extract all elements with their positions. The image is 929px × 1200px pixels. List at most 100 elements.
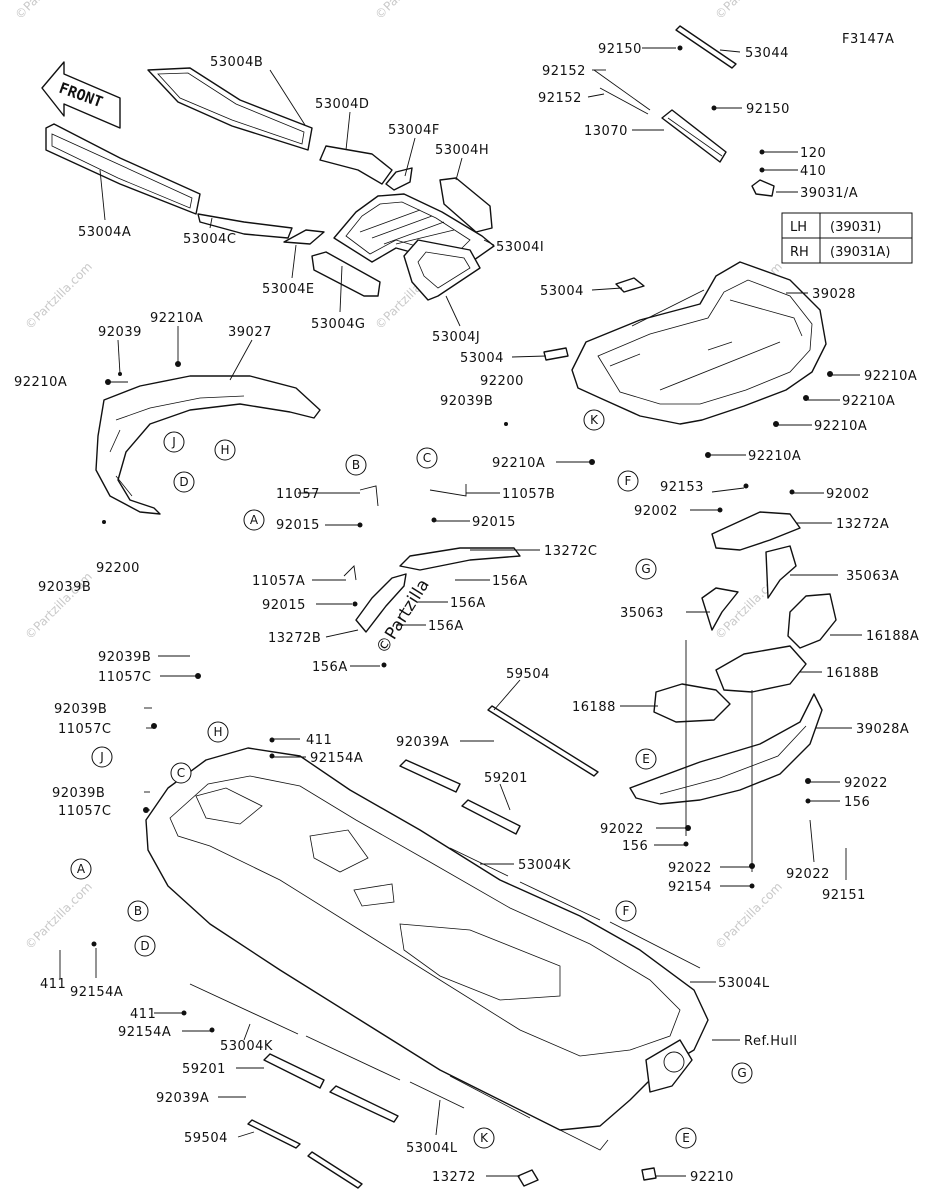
- part-label: 92200: [96, 561, 140, 576]
- table-part-rh: (39031A): [830, 245, 890, 260]
- svg-text:K: K: [480, 1131, 489, 1145]
- part-label: 92039B: [52, 786, 105, 801]
- part-label: 39028A: [856, 722, 909, 737]
- watermarks: ©Partzilla.com ©Partzilla.com ©Partzilla…: [12, 0, 785, 952]
- table-part-lh: (39031): [830, 220, 882, 235]
- part-label: 53004A: [78, 225, 131, 240]
- svg-text:J: J: [99, 750, 104, 764]
- part-label: 92039B: [98, 650, 151, 665]
- part-label: 59504: [184, 1131, 228, 1146]
- part-label: 59504: [506, 667, 550, 682]
- part-label: 11057A: [252, 574, 305, 589]
- part-label: Ref.Hull: [744, 1034, 797, 1049]
- callout-c: C: [416, 447, 438, 469]
- part-label: 53004C: [183, 232, 236, 247]
- part-label: 92039: [98, 325, 142, 340]
- callout-b: B: [127, 900, 149, 922]
- leader-lines: [59, 47, 862, 1177]
- callout-h: H: [207, 721, 229, 743]
- callouts: K F J H D B C A G E H C J A B D F G E K: [70, 409, 753, 1149]
- callout-c: C: [170, 762, 192, 784]
- front-arrow: FRONT: [41, 61, 121, 129]
- part-label: 156A: [312, 660, 348, 675]
- table-side-lh: LH: [790, 220, 807, 235]
- part-label: 53004K: [518, 858, 571, 873]
- part-label: 92039B: [38, 580, 91, 595]
- part-label: 92153: [660, 480, 704, 495]
- part-label: 53004J: [432, 330, 480, 345]
- part-label: 156A: [450, 596, 486, 611]
- part-label: 92154A: [118, 1025, 171, 1040]
- part-label: 92150: [598, 42, 642, 57]
- storage-cover-assembly: [543, 25, 827, 425]
- part-label: 39031/A: [800, 186, 858, 201]
- fasteners: [91, 45, 833, 1033]
- callout-f: F: [617, 470, 639, 492]
- part-label: 92210A: [14, 375, 67, 390]
- part-label: 92210A: [492, 456, 545, 471]
- callout-k: K: [583, 409, 605, 431]
- right-lower-parts: [629, 511, 837, 805]
- hull: [145, 747, 709, 1151]
- part-label: 35063A: [846, 569, 899, 584]
- part-label: 92015: [262, 598, 306, 613]
- part-label: 53004L: [406, 1141, 458, 1156]
- figure-code: F3147A: [842, 32, 894, 47]
- part-label: 411: [40, 977, 66, 992]
- part-label: 53004K: [220, 1039, 273, 1054]
- callout-f: F: [615, 900, 637, 922]
- watermark-text: ©Partzilla.com: [12, 0, 85, 22]
- table-side-rh: RH: [790, 245, 809, 260]
- part-label: 39027: [228, 325, 272, 340]
- callout-e: E: [635, 748, 657, 770]
- svg-text:F: F: [625, 474, 632, 488]
- svg-text:A: A: [250, 513, 259, 527]
- svg-text:G: G: [737, 1066, 746, 1080]
- svg-text:H: H: [213, 725, 222, 739]
- part-label: 92210A: [150, 311, 203, 326]
- part-label: 92015: [472, 515, 516, 530]
- callout-j: J: [91, 746, 113, 768]
- part-label: 53004H: [435, 143, 489, 158]
- svg-text:K: K: [590, 413, 599, 427]
- part-label: 53004B: [210, 55, 263, 70]
- watermark-text: ©Partzilla.com: [372, 0, 445, 22]
- callout-g: G: [635, 558, 657, 580]
- callout-a: A: [70, 858, 92, 880]
- svg-text:C: C: [177, 766, 185, 780]
- part-label: 92002: [634, 504, 678, 519]
- part-label: 92200: [480, 374, 524, 389]
- part-label: 16188: [572, 700, 616, 715]
- part-label: 92150: [746, 102, 790, 117]
- part-label: 92022: [844, 776, 888, 791]
- part-label: 411: [306, 733, 332, 748]
- part-label: 92039B: [54, 702, 107, 717]
- part-label: 92210A: [842, 394, 895, 409]
- part-label: 11057C: [58, 804, 111, 819]
- part-label: 53044: [745, 46, 789, 61]
- part-label: 92022: [786, 867, 830, 882]
- callout-d: D: [173, 471, 195, 493]
- callout-a: A: [243, 509, 265, 531]
- part-label: 92152: [542, 64, 586, 79]
- part-label: 59201: [484, 771, 528, 786]
- part-label: 13272C: [544, 544, 597, 559]
- svg-text:E: E: [642, 752, 650, 766]
- part-label: 35063: [620, 606, 664, 621]
- part-label: 53004L: [718, 976, 770, 991]
- part-label: 410: [800, 164, 826, 179]
- part-label: 92039B: [440, 394, 493, 409]
- callout-g: G: [731, 1062, 753, 1084]
- part-label: 92022: [600, 822, 644, 837]
- part-label: 411: [130, 1007, 156, 1022]
- part-label: 120: [800, 146, 826, 161]
- part-label: 13272A: [836, 517, 889, 532]
- callout-j: J: [163, 431, 185, 453]
- part-label: 59201: [182, 1062, 226, 1077]
- part-label: 11057: [276, 487, 320, 502]
- part-label: 92002: [826, 487, 870, 502]
- part-label: 16188A: [866, 629, 919, 644]
- part-label: 11057C: [58, 722, 111, 737]
- deck-mats: [45, 67, 495, 301]
